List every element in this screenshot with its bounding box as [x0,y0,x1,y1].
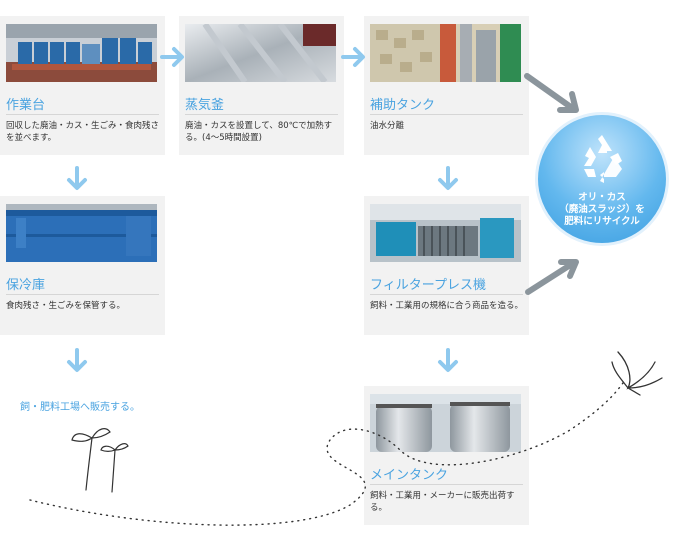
recycle-line-1: オリ・カス [578,192,626,203]
divider [370,114,523,115]
chevron-arrow-icon [67,166,87,190]
step-card-aux-tank: 補助タンク 油水分離 [364,16,529,155]
workbench-photo [6,24,157,82]
divider [370,294,523,295]
chevron-arrow-icon [438,166,458,190]
sprout-icon [71,428,129,493]
step-description: 食肉残さ・生ごみを保管する。 [6,301,126,311]
step-card-main-tank: メインタンク 飼料・工業用・メーカーに販売出荷する。 [364,386,529,525]
step-title: 補助タンク [370,98,436,113]
chevron-arrow-icon [525,259,579,295]
step-description: 廃油・カスを設置して、80℃で加熱する。(4〜5時間設置) [185,121,333,143]
step-title: 作業台 [6,98,46,113]
chevron-arrow-icon [341,47,365,67]
chevron-arrow-icon [438,348,458,372]
step-title: 蒸気釜 [185,98,225,113]
cold-storage-photo [6,204,157,262]
dotted-flight-path [29,379,626,526]
aux-tank-photo [370,24,521,82]
step-title: メインタンク [370,468,449,483]
step-description: 油水分離 [370,121,405,131]
step-description: 飼料・工業用の規格に合う商品を造る。 [370,301,524,311]
recycle-line-2: （廃油スラッジ）を [559,204,645,215]
step-card-steamer: 蒸気釜 廃油・カスを設置して、80℃で加熱する。(4〜5時間設置) [179,16,344,155]
step-card-workbench: 作業台 回収した廃油・カス・生ごみ・食肉残さを並べます。 [0,16,165,155]
step-card-cold-storage: 保冷庫 食肉残さ・生ごみを保管する。 [0,196,165,335]
chevron-arrow-icon [160,47,184,67]
step-card-filter-press: フィルタープレス機 飼料・工業用の規格に合う商品を造る。 [364,196,529,335]
divider [6,114,159,115]
recycle-line-3: 肥料にリサイクル [564,216,640,227]
divider [6,294,159,295]
step-title: 保冷庫 [6,278,46,293]
sell-note: 飼・肥料工場へ販売する。 [20,402,140,413]
chevron-arrow-icon [524,73,579,113]
recycle-icon [584,135,622,183]
divider [370,484,523,485]
step-title: フィルタープレス機 [370,278,486,293]
recycle-badge: オリ・カス （廃油スラッジ）を 肥料にリサイクル [535,112,669,246]
steamer-photo [185,24,336,82]
bird-icon [611,351,663,396]
step-description: 飼料・工業用・メーカーに販売出荷する。 [370,491,515,513]
filter-press-photo [370,204,521,262]
main-tank-photo [370,394,521,452]
divider [185,114,338,115]
step-description: 回収した廃油・カス・生ごみ・食肉残さを並べます。 [6,121,160,143]
chevron-arrow-icon [67,348,87,372]
